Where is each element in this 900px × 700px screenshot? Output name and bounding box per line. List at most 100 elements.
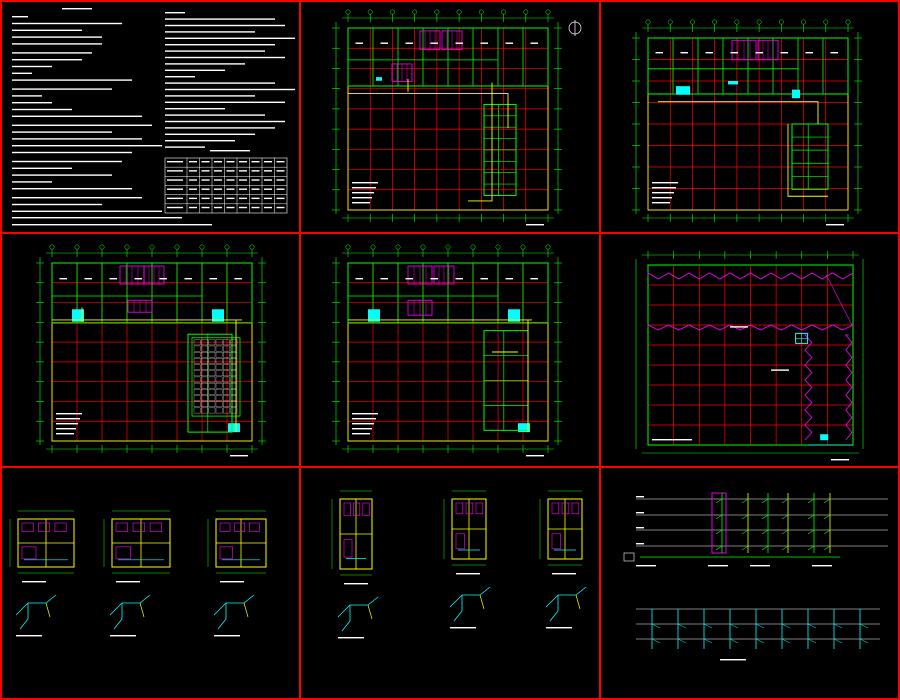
isometric-pipe	[575, 594, 581, 610]
branch-pipe	[677, 638, 687, 644]
branch-pipe	[781, 498, 789, 504]
seat	[215, 395, 223, 401]
branch-pipe	[807, 514, 815, 520]
axis-bubble	[74, 244, 80, 250]
table-cell	[251, 179, 260, 181]
panel-roof-plan	[600, 233, 900, 467]
riser-title	[750, 565, 770, 567]
wc-fixture	[54, 522, 67, 532]
seat	[201, 345, 208, 352]
roof-valley	[826, 274, 854, 328]
seat	[193, 364, 201, 370]
pump-box	[623, 552, 635, 562]
seat	[201, 351, 208, 358]
seat	[215, 407, 223, 414]
seat	[230, 395, 238, 401]
table-cell	[276, 170, 285, 172]
note-line-left	[12, 16, 28, 18]
table-cell	[264, 179, 272, 181]
axis-bubble	[49, 244, 55, 250]
axis-bubble	[174, 244, 180, 250]
branch-pipe	[761, 514, 769, 520]
detail-title	[220, 581, 244, 583]
seat	[201, 382, 208, 389]
seat	[193, 358, 201, 364]
seat	[230, 339, 238, 346]
seat	[230, 364, 238, 370]
seat	[223, 407, 230, 414]
branch-pipe	[823, 529, 831, 535]
branch-pipe	[755, 638, 765, 644]
branch-pipe	[761, 529, 769, 535]
table-cell	[189, 197, 197, 200]
detail-title	[450, 627, 476, 629]
branch-pipe	[715, 514, 723, 520]
seat	[223, 395, 230, 401]
note-line-left	[12, 79, 132, 81]
note-line-left	[12, 115, 142, 117]
room-label	[730, 52, 738, 54]
table-cell	[276, 161, 285, 163]
seat	[223, 358, 230, 364]
table-cell	[251, 188, 260, 190]
seat	[223, 345, 230, 352]
axis-bubble	[124, 244, 130, 250]
note-line-left	[12, 65, 52, 68]
plan-note	[56, 418, 80, 420]
isometric-pipe	[109, 594, 151, 616]
note-line-left	[12, 167, 72, 169]
seat	[223, 376, 230, 383]
plan-note	[652, 197, 672, 199]
table-cell	[201, 206, 210, 209]
seat	[201, 401, 208, 408]
wc-fixture	[465, 502, 474, 515]
table-cell	[264, 197, 272, 200]
plan-note	[56, 423, 78, 425]
note-line-left	[12, 43, 102, 45]
isometric-pipe	[341, 605, 351, 632]
seat	[193, 382, 201, 389]
note-line-right	[165, 127, 275, 129]
room-label	[455, 42, 463, 44]
table-cell	[226, 188, 235, 190]
basin-fixture	[219, 546, 233, 560]
room-label	[455, 278, 463, 280]
note-line-left	[12, 160, 122, 163]
plan-note	[56, 433, 74, 435]
axis-bubble	[495, 244, 501, 250]
panel-riser-diagram	[600, 467, 900, 700]
seat	[208, 395, 216, 401]
table-cell	[214, 170, 222, 172]
plan-title	[230, 455, 248, 457]
panel-floor-plan-1	[300, 0, 600, 233]
branch-pipe	[781, 638, 791, 644]
seat	[193, 407, 201, 414]
wc-fixture	[362, 502, 370, 516]
seat	[230, 389, 238, 395]
isometric-pipe	[479, 594, 485, 610]
basin-fixture	[455, 533, 465, 550]
seat	[201, 339, 208, 346]
level-label	[636, 496, 644, 498]
note-line-left	[12, 174, 112, 176]
isometric-pipe	[217, 603, 227, 630]
wc-fixture	[353, 502, 361, 516]
roof-label	[730, 326, 748, 328]
axis-bubble	[456, 9, 462, 15]
room-label	[405, 42, 413, 44]
table-cell	[251, 161, 260, 163]
branch-pipe	[859, 638, 869, 644]
room-label	[380, 278, 388, 280]
isometric-pipe	[453, 595, 463, 622]
detail-title	[344, 583, 368, 585]
seat	[193, 389, 201, 395]
plan-title	[831, 459, 849, 461]
axis-bubble	[545, 244, 551, 250]
table-cell	[226, 161, 235, 163]
riser-title	[708, 565, 728, 567]
note-line-right	[165, 95, 255, 97]
note-line-left	[12, 131, 112, 133]
table-cell	[201, 170, 210, 172]
basin-fixture	[21, 546, 37, 560]
note-line-right	[165, 50, 265, 52]
